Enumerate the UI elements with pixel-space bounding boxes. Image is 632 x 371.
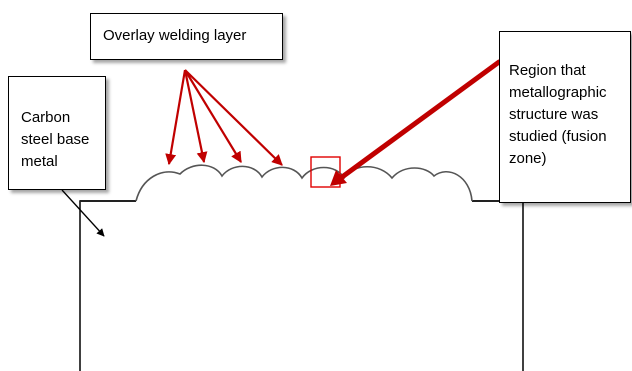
arrow-to-bead-1 [165,69,187,166]
studied-region-box [310,156,341,188]
base-metal-arrow [61,189,105,237]
studied-region-arrow [335,59,502,183]
overlay-layer-label-text: Overlay welding layer [103,27,247,44]
studied-region-label-text: Region that metallographic structure was… [509,62,607,167]
weld-bead-profile [135,164,473,202]
arrow-to-bead-4 [184,69,283,166]
overlay-layer-label: Overlay welding layer [90,13,283,60]
base-metal-outline [79,200,136,371]
overlay-layer-arrows [165,69,283,166]
studied-region-arrowhead [330,170,347,186]
arrow-to-bead-2 [183,69,208,164]
base-metal-label-text: Carbon steel base metal [21,109,90,170]
base-metal-label: Carbon steel base metal [8,76,106,190]
arrow-to-bead-3 [184,69,242,163]
studied-region-label: Region that metallographic structure was… [499,31,631,203]
